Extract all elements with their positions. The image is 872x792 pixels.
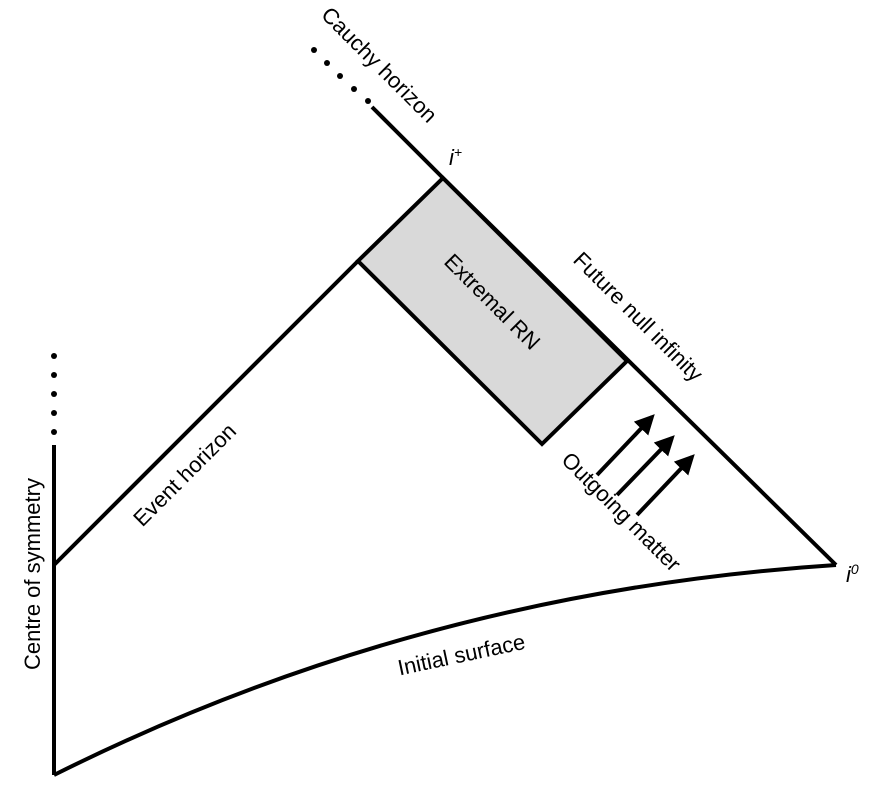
outgoing-arrow-3 xyxy=(635,454,695,517)
cauchy-horizon-dots xyxy=(311,47,371,104)
i-plus-label: i+ xyxy=(449,144,462,170)
outgoing-arrow-2 xyxy=(615,435,675,497)
centre-of-symmetry-dots xyxy=(51,353,57,435)
future-null-infinity-line xyxy=(441,176,838,567)
cauchy-horizon-label: Cauchy horizon xyxy=(316,2,442,128)
outgoing-matter-label: Outgoing matter xyxy=(557,447,686,576)
centre-of-symmetry-label: Centre of symmetry xyxy=(20,478,45,670)
initial-surface-curve xyxy=(53,563,837,777)
outgoing-arrow-1 xyxy=(595,414,655,477)
outgoing-matter-arrows xyxy=(595,414,695,517)
event-horizon-line xyxy=(52,259,360,567)
i-zero-label: i0 xyxy=(846,561,859,587)
cauchy-horizon-line xyxy=(370,105,445,180)
